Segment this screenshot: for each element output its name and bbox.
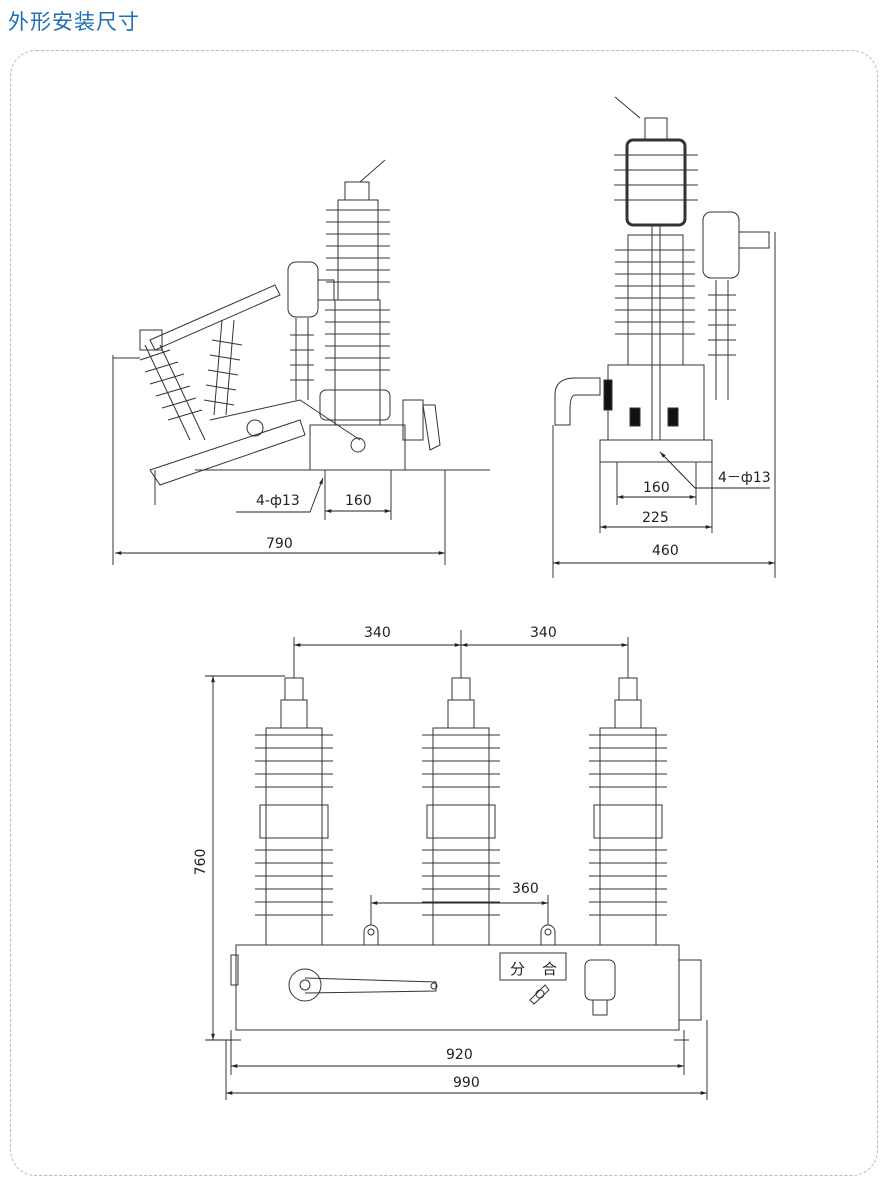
switch-label-close: 合 xyxy=(542,960,557,978)
drawing-frame xyxy=(10,50,878,1176)
front-view-dim-340-right: 340 xyxy=(530,625,557,641)
section-view-dim-160: 160 xyxy=(643,480,670,496)
front-view-dim-990: 990 xyxy=(453,1075,480,1091)
side-view xyxy=(112,159,490,565)
side-view-dim-160: 160 xyxy=(345,493,372,509)
page-title: 外形安装尺寸 xyxy=(8,10,140,34)
section-view-dim-225: 225 xyxy=(642,510,669,526)
upper-insulator-sheds xyxy=(326,209,390,283)
side-view-dim-790: 790 xyxy=(266,536,293,552)
section-view xyxy=(554,96,776,578)
section-view-dim-460: 460 xyxy=(652,543,679,559)
pole-right xyxy=(589,677,667,946)
pole-middle xyxy=(422,677,500,946)
section-view-dimensions xyxy=(552,425,775,578)
section-column-sheds xyxy=(615,249,695,335)
side-view-hole-label: 4-ф13 xyxy=(256,493,300,509)
front-view-dim-340-left: 340 xyxy=(364,625,391,641)
main-insulator-sheds xyxy=(325,309,390,371)
front-view-dim-760: 760 xyxy=(193,849,209,876)
front-view-dim-920: 920 xyxy=(446,1047,473,1063)
front-view xyxy=(226,677,702,1041)
pole-left xyxy=(255,677,333,946)
front-view-dimensions xyxy=(205,630,708,1100)
switch-label-open: 分 xyxy=(510,960,525,978)
switch-indicator-window xyxy=(499,952,567,981)
section-view-hole-label: 4－ф13 xyxy=(718,470,771,486)
side-view-dimensions xyxy=(115,470,446,565)
section-top-sheds xyxy=(614,154,698,201)
front-view-dim-360: 360 xyxy=(512,881,539,897)
